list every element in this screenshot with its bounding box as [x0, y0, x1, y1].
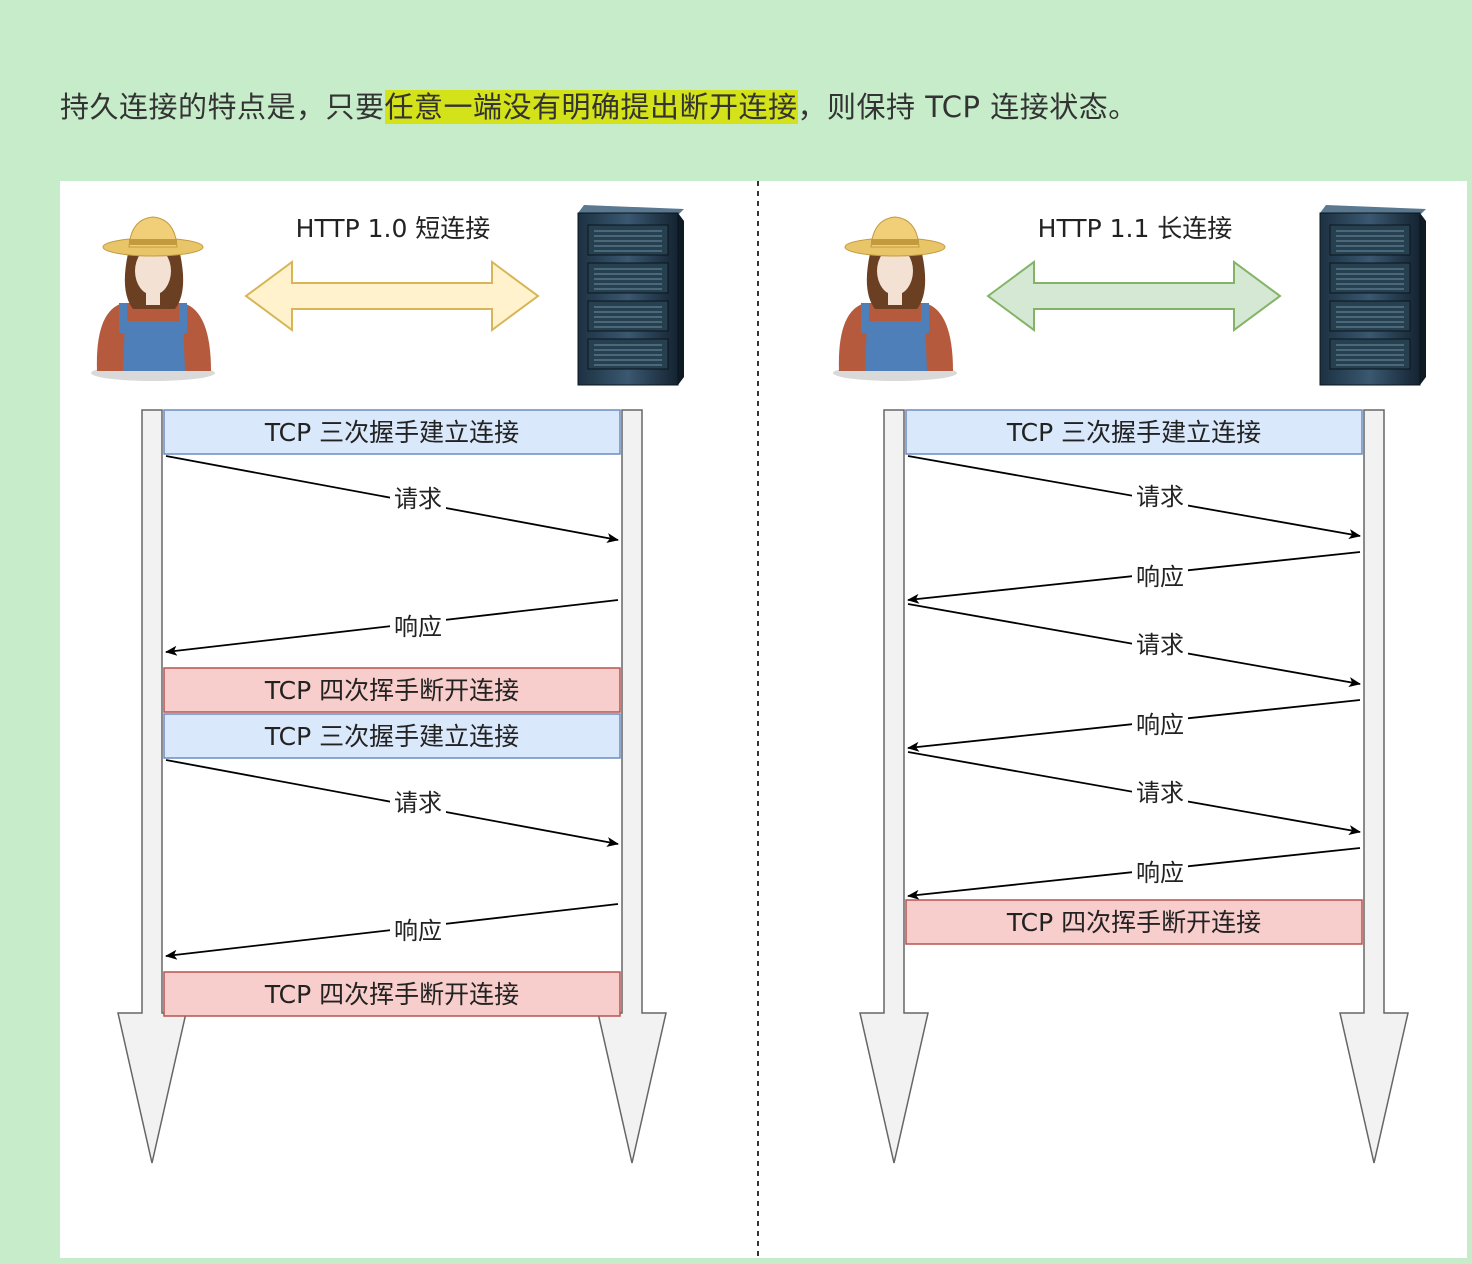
request-label: 请求: [1136, 779, 1184, 807]
intro-highlight: 任意一端没有明确提出断开连接: [384, 90, 798, 124]
response-label: 响应: [1136, 859, 1184, 887]
server-rack-icon: [577, 205, 684, 386]
farmer-client-icon: [833, 216, 957, 381]
intro-text-before: 持久连接的特点是，只要: [60, 90, 385, 124]
client-lifeline: [117, 409, 187, 1164]
server-rack-icon: [1319, 205, 1426, 386]
tcp-handshake-box: [905, 409, 1363, 455]
tcp-wave-box: [163, 667, 621, 713]
tcp-handshake-box: [163, 713, 621, 759]
server-lifeline: [597, 409, 667, 1164]
server-lifeline: [1339, 409, 1409, 1164]
farmer-client-icon: [91, 216, 215, 381]
request-label: 请求: [1136, 631, 1184, 659]
request-label: 请求: [394, 485, 442, 513]
client-lifeline: [859, 409, 929, 1164]
response-label: 响应: [1136, 711, 1184, 739]
response-label: 响应: [1136, 563, 1184, 591]
panel-title: HTTP 1.1 长连接: [1038, 214, 1233, 243]
tcp-wave-box: [905, 899, 1363, 945]
response-label: 响应: [394, 917, 442, 945]
tcp-wave-label: TCP 四次挥手断开连接: [264, 676, 519, 705]
tcp-handshake-label: TCP 三次握手建立连接: [264, 418, 519, 447]
tcp-handshake-label: TCP 三次握手建立连接: [1006, 418, 1261, 447]
tcp-wave-label: TCP 四次挥手断开连接: [1006, 908, 1261, 937]
request-label: 请求: [1136, 483, 1184, 511]
request-label: 请求: [394, 789, 442, 817]
tcp-wave-label: TCP 四次挥手断开连接: [264, 980, 519, 1009]
connection-double-arrow: [244, 260, 540, 332]
response-label: 响应: [394, 613, 442, 641]
intro-sentence: 持久连接的特点是，只要任意一端没有明确提出断开连接，则保持 TCP 连接状态。: [60, 84, 1138, 126]
panel-title: HTTP 1.0 短连接: [296, 214, 491, 243]
connection-double-arrow: [986, 260, 1282, 332]
tcp-handshake-box: [163, 409, 621, 455]
tcp-handshake-label: TCP 三次握手建立连接: [264, 722, 519, 751]
intro-text-after: ，则保持 TCP 连接状态。: [797, 90, 1138, 124]
tcp-wave-box: [163, 971, 621, 1017]
